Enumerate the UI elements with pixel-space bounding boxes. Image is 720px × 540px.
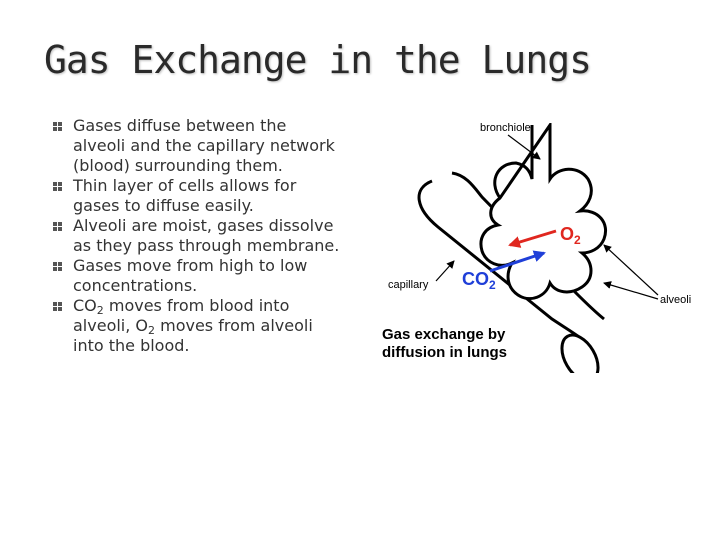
o2-main: O <box>560 224 574 244</box>
slide-title: Gas Exchange in the Lungs <box>44 38 592 82</box>
co2-main: CO <box>462 269 489 289</box>
diagram-caption-line1: Gas exchange by <box>382 326 506 343</box>
bullet-text-mid: moves from blood into alveoli, O <box>73 296 290 335</box>
capillary-label: capillary <box>388 279 429 291</box>
bullet-icon <box>53 222 62 231</box>
bullet-text: Gases move from high to low concentratio… <box>73 256 308 295</box>
co2-sub: 2 <box>489 278 496 292</box>
bullet-item: CO2 moves from blood into alveoli, O2 mo… <box>50 296 340 356</box>
bullet-list: Gases diffuse between the alveoli and th… <box>50 116 340 356</box>
capillary-end <box>560 333 600 373</box>
o2-arrow <box>508 229 557 248</box>
bullet-icon <box>53 262 62 271</box>
bullet-item: Gases diffuse between the alveoli and th… <box>50 116 340 176</box>
bronchiole-pointer <box>507 134 541 160</box>
capillary-pointer <box>435 260 455 282</box>
gas-exchange-diagram: bronchiole capillary alveoli O2 CO2 Gas … <box>342 123 694 373</box>
diagram-caption-line2: diffusion in lungs <box>382 344 507 361</box>
bullet-text: Thin layer of cells allows for gases to … <box>73 176 297 215</box>
subscript: 2 <box>96 304 104 317</box>
o2-sub: 2 <box>574 233 581 247</box>
bullet-text-end: moves from alveoli into the blood. <box>73 316 313 355</box>
bullet-text: Alveoli are moist, gases dissolve as the… <box>73 216 340 255</box>
alveoli-pointer-lower <box>603 281 659 300</box>
o2-label: O2 <box>560 224 581 247</box>
subscript: 2 <box>148 324 156 337</box>
capillary-tube <box>417 179 583 341</box>
bullet-icon <box>53 122 62 131</box>
bullet-text-co2: CO <box>73 296 97 315</box>
bullet-item: Thin layer of cells allows for gases to … <box>50 176 340 216</box>
alveoli-pointer-upper <box>603 244 659 296</box>
bullet-icon <box>53 302 62 311</box>
alveoli-label: alveoli <box>660 294 691 306</box>
bullet-text: Gases diffuse between the alveoli and th… <box>73 116 335 175</box>
bullet-icon <box>53 182 62 191</box>
bronchiole-label: bronchiole <box>480 123 531 134</box>
co2-arrow <box>489 250 546 273</box>
bullet-item: Alveoli are moist, gases dissolve as the… <box>50 216 340 256</box>
alveolar-sac <box>479 123 607 300</box>
bullet-item: Gases move from high to low concentratio… <box>50 256 340 296</box>
co2-label: CO2 <box>462 269 496 292</box>
